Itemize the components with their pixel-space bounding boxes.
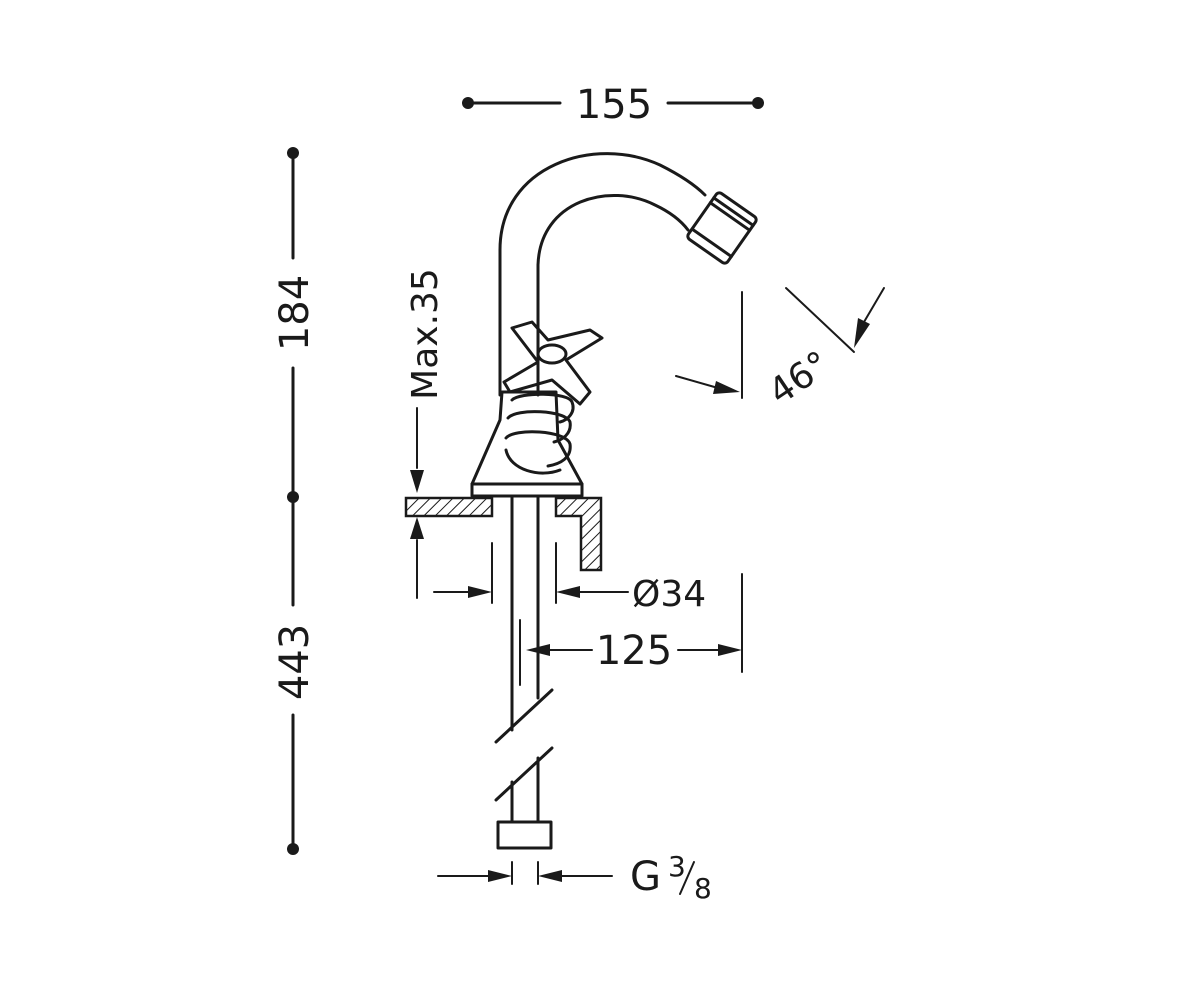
dimension-reach-label: 125 xyxy=(596,628,672,674)
dimension-connection-denominator: 8 xyxy=(694,872,712,905)
supply-pipe xyxy=(494,494,554,850)
dimension-connection-numerator: 3 xyxy=(668,850,686,883)
dimension-width-top-label: 155 xyxy=(576,82,652,128)
dimension-height-lower-label: 443 xyxy=(272,624,318,700)
dimension-angle: 46° xyxy=(675,287,885,414)
countertop-section xyxy=(404,496,603,572)
dimension-connection-prefix: G xyxy=(630,854,661,900)
dimension-connection: G 3 8 xyxy=(437,850,712,905)
faucet-body xyxy=(470,152,758,498)
dimension-width-top: 155 xyxy=(462,82,764,128)
dimension-angle-label: 46° xyxy=(762,344,838,414)
dimension-hole-diameter: Ø34 xyxy=(433,542,706,615)
dimension-max-thickness: Max.35 xyxy=(405,268,446,599)
dimension-max-thickness-label: Max.35 xyxy=(405,268,446,400)
dimension-height-left: 184 443 xyxy=(272,147,318,855)
dimension-height-upper-label: 184 xyxy=(272,275,318,351)
dimension-reach: 125 xyxy=(526,573,743,674)
dimension-hole-diameter-label: Ø34 xyxy=(632,574,706,615)
